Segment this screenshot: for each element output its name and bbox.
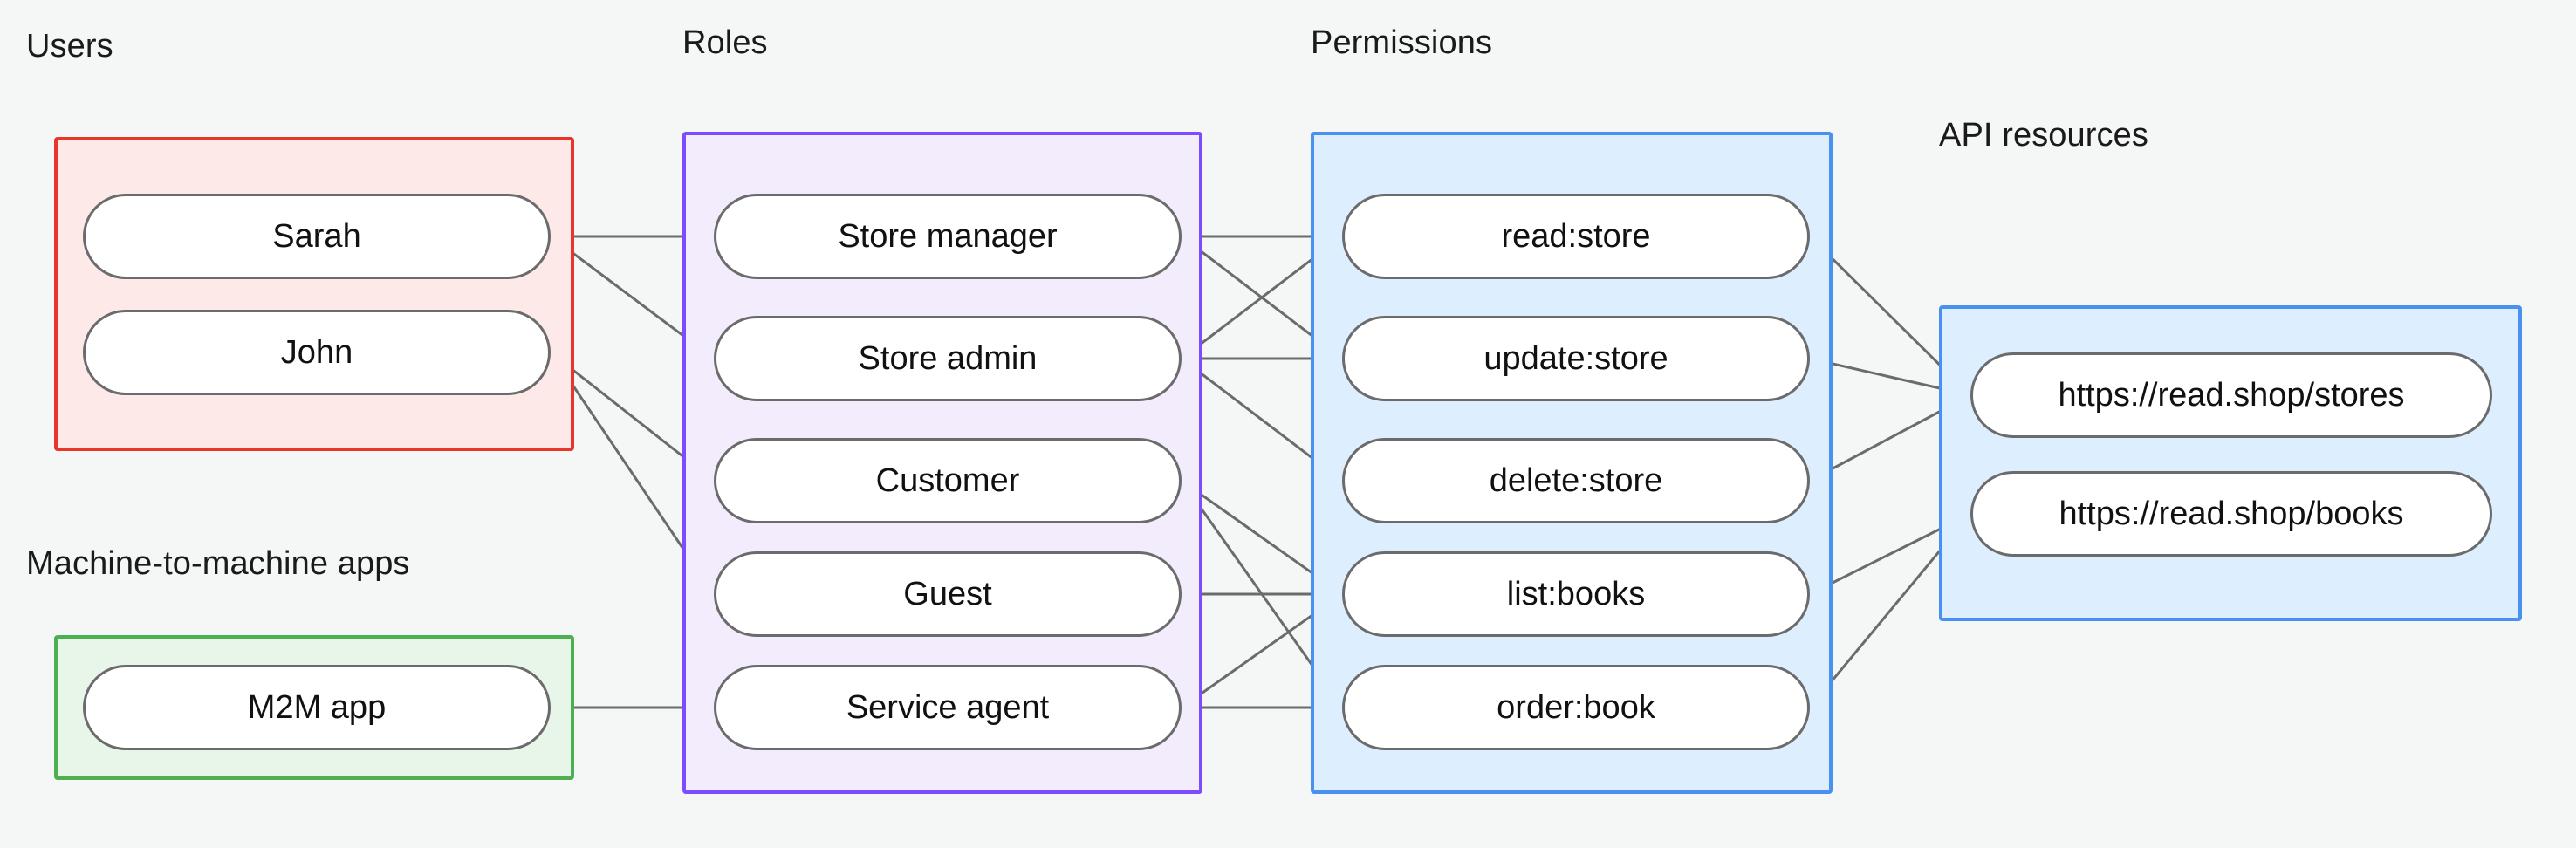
group-label-permissions: Permissions	[1311, 24, 1493, 61]
node-label-delete-store: delete:store	[1489, 462, 1663, 499]
node-customer[interactable]: Customer	[714, 438, 1182, 523]
group-label-m2m: Machine-to-machine apps	[26, 545, 410, 582]
node-label-customer: Customer	[875, 462, 1020, 499]
group-label-users: Users	[26, 28, 113, 65]
node-label-guest: Guest	[903, 575, 992, 612]
group-label-roles: Roles	[682, 24, 768, 61]
node-list-books[interactable]: list:books	[1342, 551, 1810, 637]
node-label-order-book: order:book	[1497, 688, 1655, 726]
group-box-users	[54, 137, 574, 451]
node-books-url[interactable]: https://read.shop/books	[1970, 471, 2492, 557]
node-label-m2mapp: M2M app	[247, 688, 387, 726]
node-label-books-url: https://read.shop/books	[2059, 495, 2404, 532]
node-service-agent[interactable]: Service agent	[714, 665, 1182, 750]
node-stores-url[interactable]: https://read.shop/stores	[1970, 352, 2492, 438]
node-label-store-admin: Store admin	[858, 339, 1038, 377]
node-store-manager[interactable]: Store manager	[714, 194, 1182, 279]
node-label-john: John	[280, 333, 353, 371]
group-label-api-resources: API resources	[1939, 117, 2148, 154]
node-label-update-store: update:store	[1483, 339, 1668, 377]
node-label-stores-url: https://read.shop/stores	[2058, 376, 2405, 414]
node-label-read-store: read:store	[1501, 217, 1651, 255]
node-label-sarah: Sarah	[272, 217, 361, 255]
node-label-service-agent: Service agent	[846, 688, 1050, 726]
node-guest[interactable]: Guest	[714, 551, 1182, 637]
node-read-store[interactable]: read:store	[1342, 194, 1810, 279]
node-delete-store[interactable]: delete:store	[1342, 438, 1810, 523]
node-sarah[interactable]: Sarah	[83, 194, 551, 279]
node-store-admin[interactable]: Store admin	[714, 316, 1182, 401]
node-john[interactable]: John	[83, 310, 551, 395]
node-m2mapp[interactable]: M2M app	[83, 665, 551, 750]
node-order-book[interactable]: order:book	[1342, 665, 1810, 750]
node-label-store-manager: Store manager	[838, 217, 1058, 255]
node-label-list-books: list:books	[1506, 575, 1646, 612]
node-update-store[interactable]: update:store	[1342, 316, 1810, 401]
